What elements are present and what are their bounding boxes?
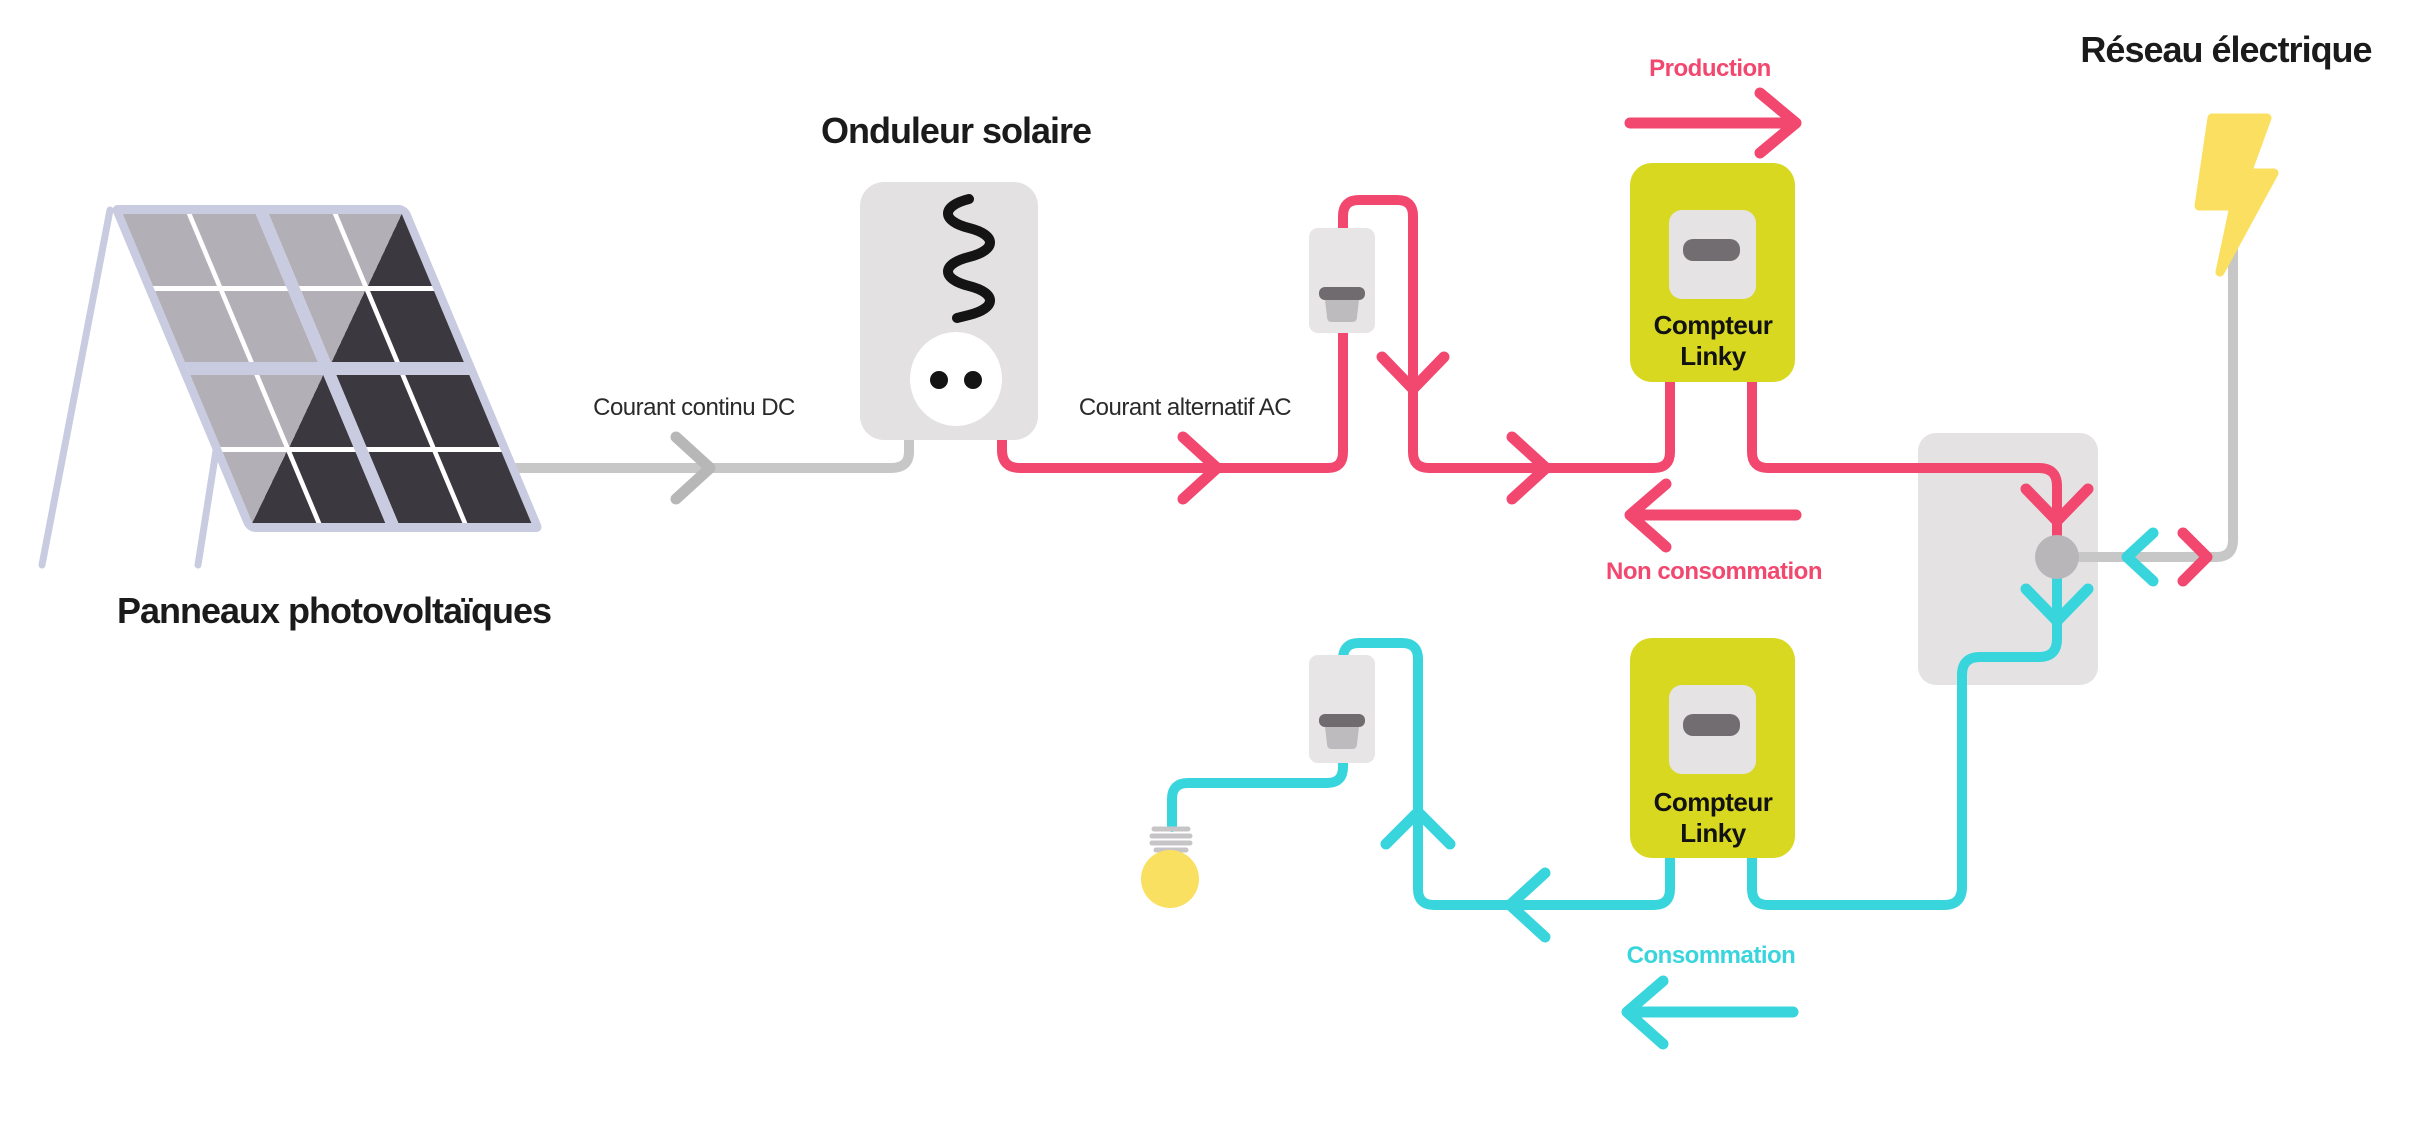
dc-flow-arrow-icon: [670, 431, 716, 505]
consumption-arrow-icon: [1621, 975, 1799, 1050]
import-from-grid-arrow-icon: [2121, 527, 2159, 587]
house-arrow-left-icon: [1504, 867, 1551, 943]
wire-junction-to-meter: [1747, 551, 2062, 910]
panels-title: Panneaux photovoltaïques: [116, 590, 552, 631]
non-consumption-flow-label: Non consommation: [1605, 558, 1823, 585]
outlet-pin-left: [930, 371, 948, 389]
consumption-meter-icon: [1630, 638, 1795, 858]
ac-wire-label: Courant alternatif AC: [1078, 394, 1292, 421]
consumption-meter-label: Compteur Linky: [1630, 787, 1796, 849]
production-meter-label-line2: Linky: [1680, 341, 1746, 371]
production-meter-label: Compteur Linky: [1630, 310, 1796, 372]
sine-wave-icon: [943, 194, 995, 323]
consumption-meter-label-line2: Linky: [1680, 818, 1746, 848]
lightning-bolt-icon: [2194, 113, 2279, 277]
dc-wire-label: Courant continu DC: [593, 394, 795, 421]
ac-wire-meter-to-junction: [1747, 377, 2062, 551]
production-arrow-icon: [1624, 87, 1802, 159]
consumption-meter-label-line1: Compteur: [1653, 787, 1773, 817]
production-flow-arrows: [1177, 351, 2213, 587]
ac-wire-inverter-to-meter: [997, 195, 1675, 473]
production-flow-label: Production: [1649, 55, 1771, 82]
production-wires: [997, 195, 2062, 551]
meter-arrow-right-icon: [1506, 431, 1552, 505]
loop-arrow-down-icon: [1376, 351, 1450, 395]
outlet-icon: [910, 332, 1002, 426]
production-meter-label-line1: Compteur: [1653, 310, 1773, 340]
solar-panel-icon: [112, 205, 542, 532]
breaker-switch: [1319, 714, 1365, 727]
junction-arrow-down-pink-icon: [2020, 483, 2094, 527]
ac-arrow-right-icon: [1177, 431, 1223, 505]
breaker-switch: [1319, 287, 1365, 300]
consumption-flow-label: Consommation: [1626, 942, 1796, 969]
breaker-lever: [1325, 727, 1359, 749]
breaker-consumption-icon: [1309, 655, 1375, 763]
grid-wire: [2075, 225, 2238, 562]
breaker-lever: [1325, 300, 1359, 322]
outlet-pin-right: [964, 371, 982, 389]
wire-meter-to-bulb: [1167, 638, 1675, 910]
house-arrow-up-icon: [1380, 806, 1456, 850]
light-bulb-icon: [1141, 826, 1199, 908]
dc-wire: [507, 435, 914, 473]
non-consumption-arrow-icon: [1624, 478, 1802, 553]
grid-title: Réseau électrique: [2080, 29, 2372, 70]
inverter-title: Onduleur solaire: [820, 110, 1092, 151]
production-meter-icon: [1630, 163, 1795, 382]
junction-node: [2035, 535, 2079, 579]
breaker-production-icon: [1309, 228, 1375, 333]
meter-display-screen: [1683, 239, 1740, 261]
export-to-grid-arrow-icon: [2177, 527, 2213, 587]
inverter-icon: [860, 182, 1038, 440]
panel-leg-left: [38, 206, 114, 569]
consumption-wires: [1167, 551, 2062, 910]
consumption-flow-arrows: [1380, 527, 2159, 943]
bulb-glass: [1141, 850, 1199, 908]
junction-arrow-down-cyan-icon: [2020, 583, 2094, 627]
meter-display-screen: [1683, 714, 1740, 736]
